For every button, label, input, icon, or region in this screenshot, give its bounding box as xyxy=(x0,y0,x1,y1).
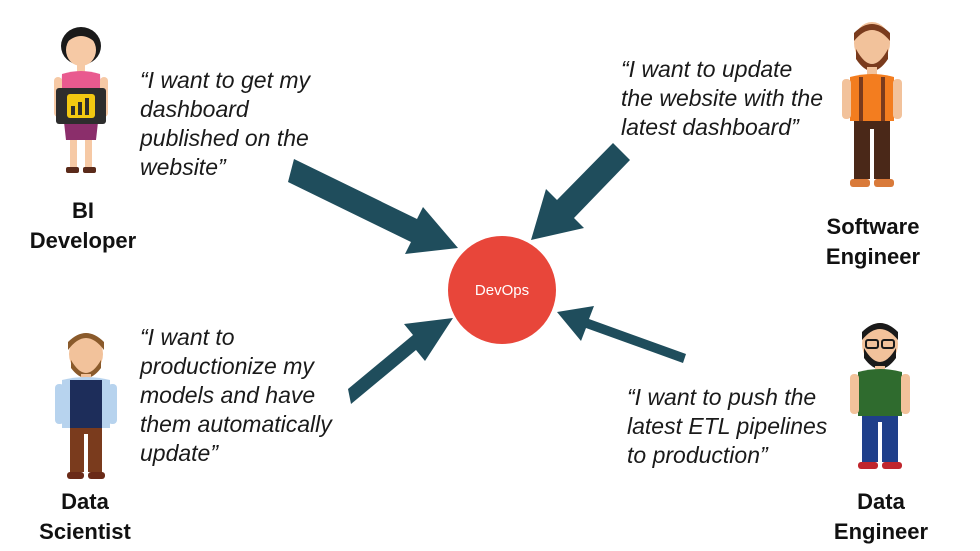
devops-hub: DevOps xyxy=(448,236,556,344)
software-engineer-figure xyxy=(842,22,902,187)
devops-label: DevOps xyxy=(474,281,530,299)
data-engineer-figure xyxy=(850,323,910,469)
data-scientist-role: Data Scientist xyxy=(39,489,131,544)
software-engineer-quote: “I want to update the website with the l… xyxy=(621,56,824,140)
arrow-from-data-engineer xyxy=(557,306,686,363)
data-engineer-role: Data Engineer xyxy=(833,489,929,544)
data-engineer-quote: “I want to push the latest ETL pipelines… xyxy=(627,384,828,468)
arrow-from-software-engineer xyxy=(531,143,630,240)
data-scientist-figure xyxy=(55,333,117,479)
arrow-from-data-scientist xyxy=(348,318,453,404)
bi-developer-figure xyxy=(54,27,108,173)
bar-chart-icon xyxy=(56,88,106,124)
software-engineer-role: Software Engineer xyxy=(825,214,921,269)
bi-developer-quote: “I want to get my dashboard published on… xyxy=(140,67,311,180)
arrow-from-bi-developer xyxy=(288,159,458,254)
bi-developer-role: BI Developer xyxy=(29,198,137,253)
data-scientist-quote: “I want to productionize my models and h… xyxy=(140,324,332,466)
